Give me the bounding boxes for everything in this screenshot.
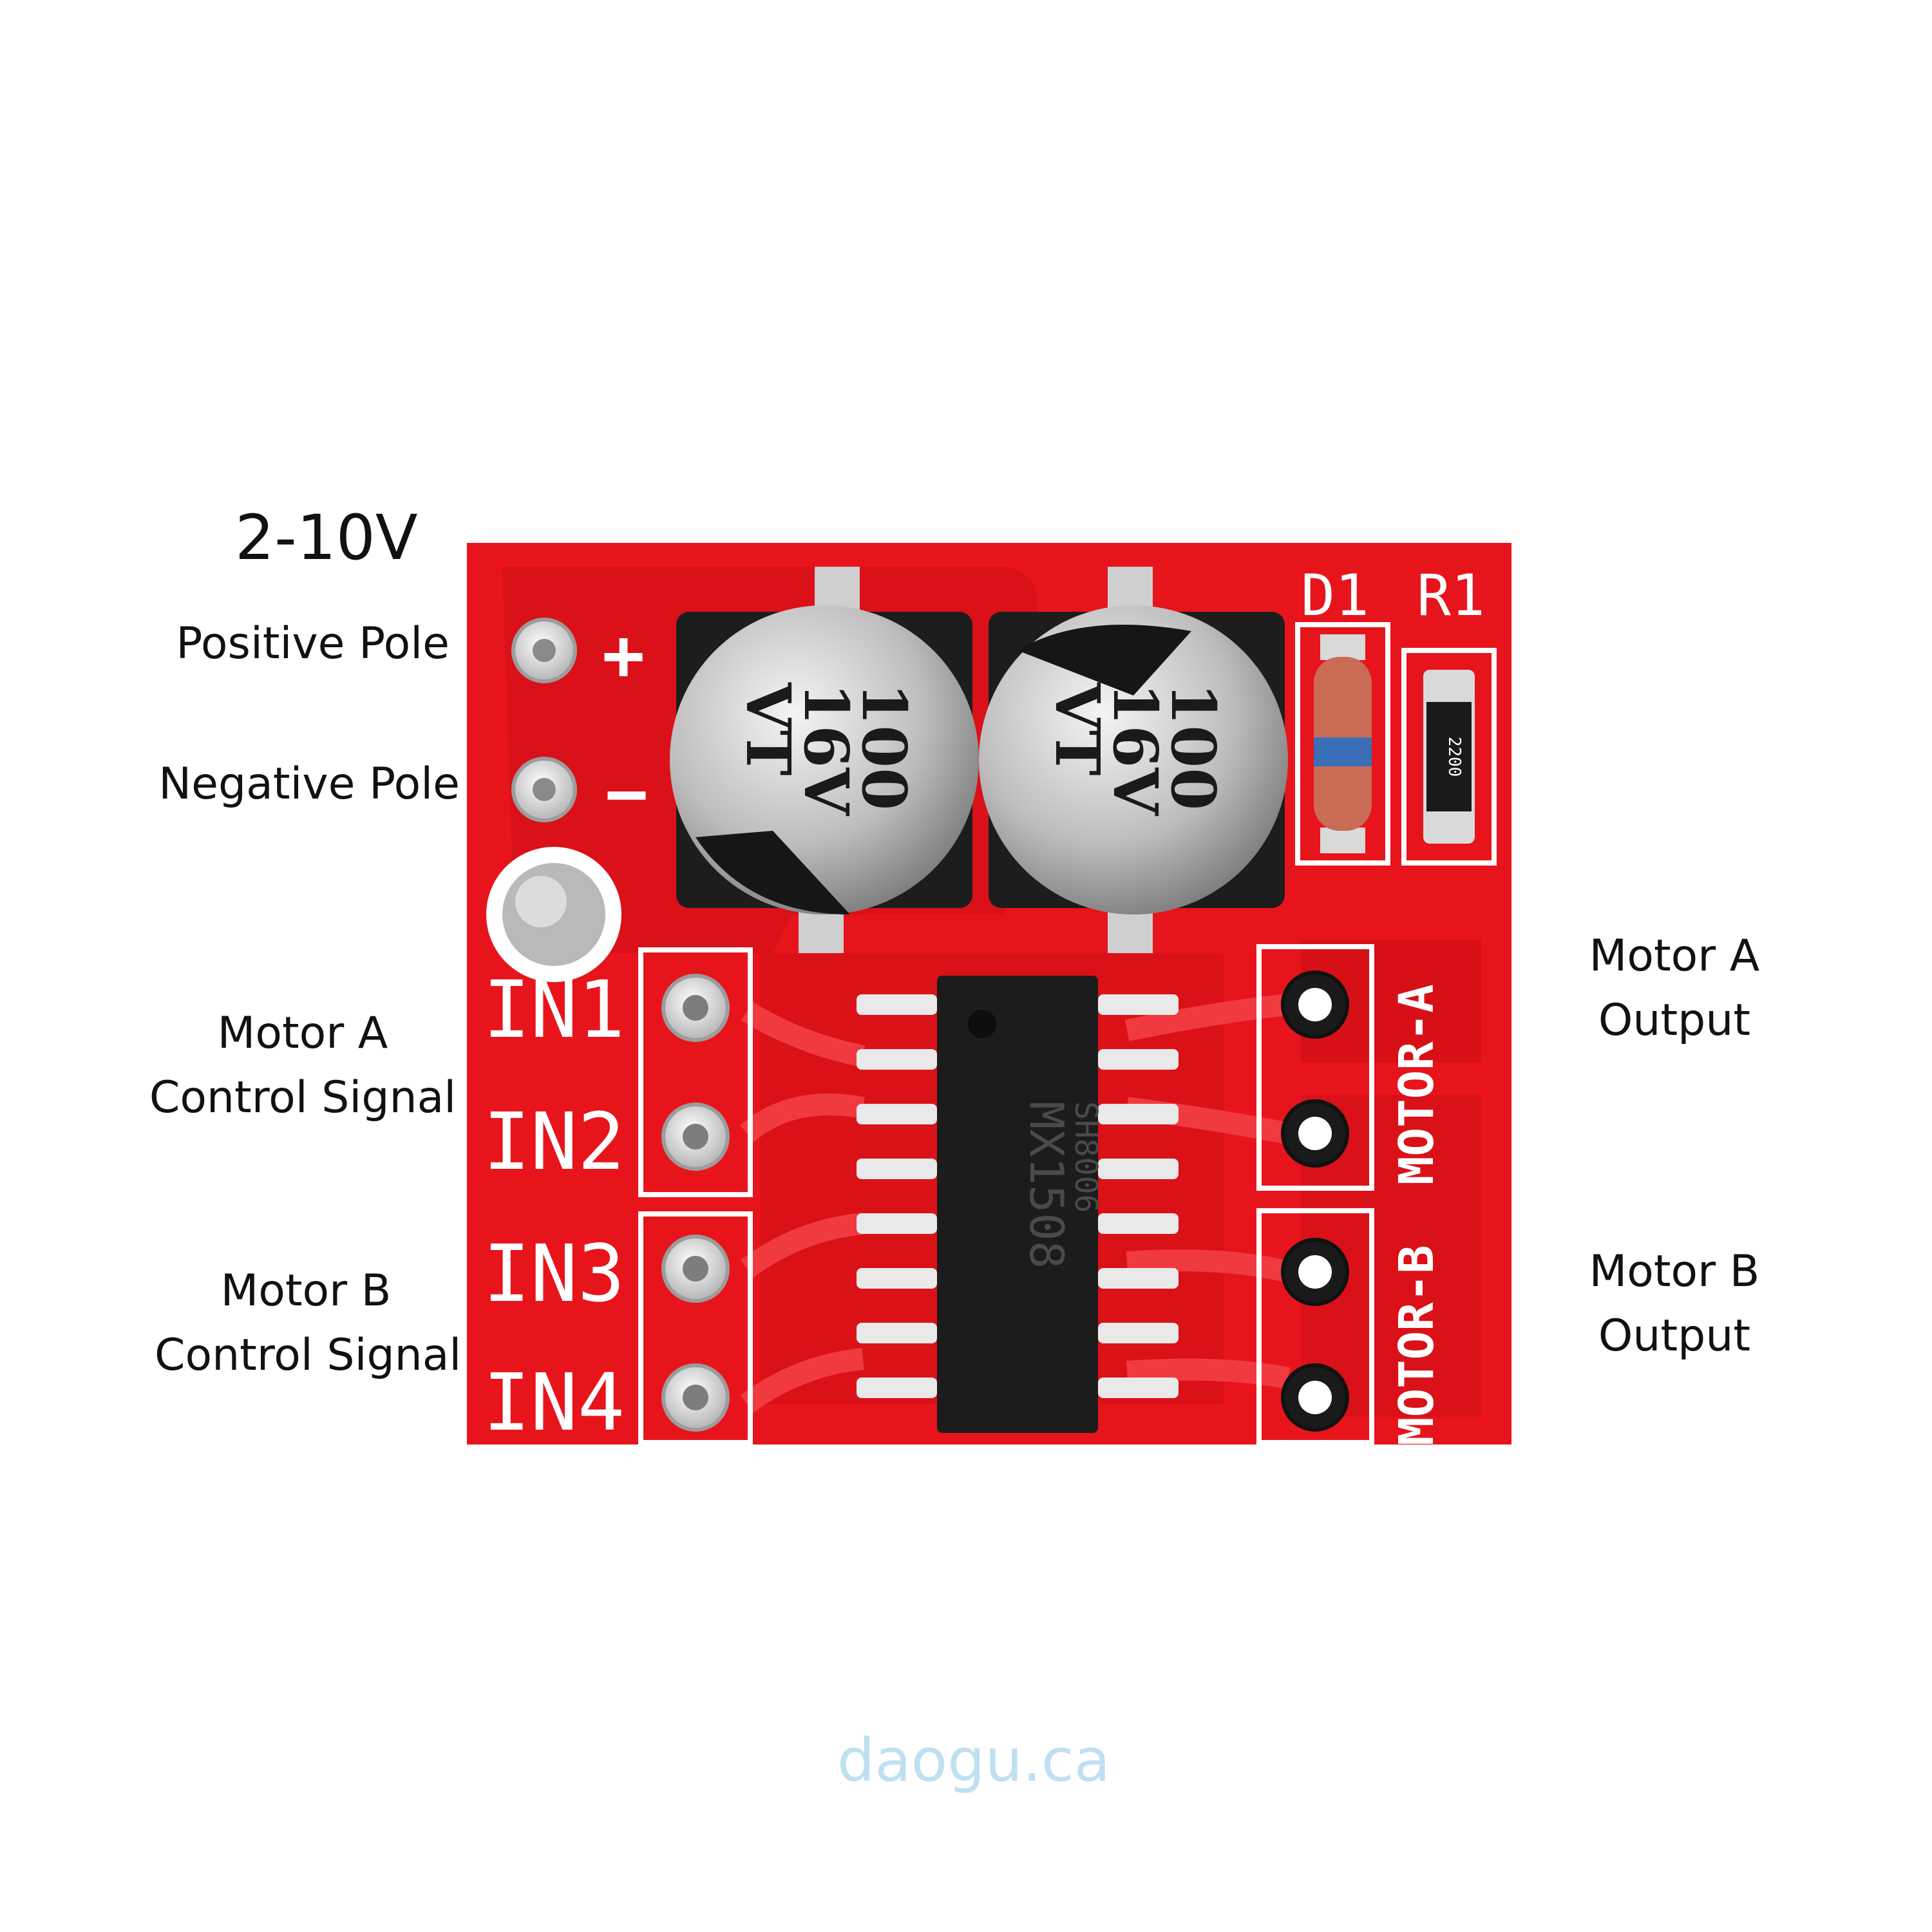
chip-pin-right <box>1098 1104 1179 1124</box>
chip-pin-left <box>857 1159 937 1179</box>
copper-pour-motor-a <box>1301 940 1481 1063</box>
cap1-lead-top <box>815 567 860 612</box>
d1-silkscreen: D1 <box>1301 562 1369 629</box>
chip-pin-right <box>1098 1323 1179 1343</box>
motor-b-control-label: Motor B Control Signal <box>155 1259 462 1388</box>
motor-a-control-line2: Control Signal <box>149 1072 457 1123</box>
chip-markings: MX1508 SH8006 <box>1019 1101 1104 1269</box>
motor-b-pad-2-hole <box>1298 1381 1332 1414</box>
minus-silkscreen: − <box>605 752 648 835</box>
in1-silkscreen: IN1 <box>483 964 625 1056</box>
trace <box>1126 1358 1291 1389</box>
chip-pin-left <box>857 1378 937 1398</box>
motor-b-control-line1: Motor B <box>220 1265 392 1316</box>
trace <box>739 1094 866 1142</box>
resistor <box>1426 702 1472 811</box>
chip-pin-right <box>1098 1268 1179 1289</box>
cap2-stripe <box>1018 625 1191 696</box>
cap1-markings: 100 16V VT <box>732 682 920 817</box>
copper-pour-motor-b <box>1301 1095 1481 1417</box>
chip-pin-right <box>1098 994 1179 1015</box>
motor-a-output-label: Motor A Output <box>1565 924 1784 1053</box>
chip-pin-left <box>857 1049 937 1070</box>
capacitor-2 <box>979 605 1288 914</box>
motor-a-control-line1: Motor A <box>217 1008 388 1059</box>
motor-a-pad-2-hole <box>1298 1117 1332 1150</box>
chip-batch: SH8006 <box>1068 1101 1104 1213</box>
in3-silkscreen: IN3 <box>483 1228 625 1320</box>
motor-a-output-line2: Output <box>1598 995 1751 1046</box>
motor-b-pad-1-hole <box>1298 1255 1332 1289</box>
negative-pad-hole <box>533 778 556 801</box>
chip-pins <box>857 994 1179 1398</box>
d1-pad-top <box>1320 634 1365 660</box>
plus-silkscreen: + <box>602 614 645 696</box>
chip-pin-left <box>857 1268 937 1289</box>
positive-pole-label: Positive Pole <box>176 618 450 669</box>
chip-pin-right <box>1098 1049 1179 1070</box>
motor-a-control-label: Motor A Control Signal <box>148 1001 457 1130</box>
positive-pad-hole <box>533 639 556 662</box>
in12-outline <box>638 947 753 1197</box>
motor-b-outline <box>1256 1208 1374 1445</box>
watermark: daogu.ca <box>837 1726 1110 1795</box>
in34-outline <box>638 1211 753 1445</box>
negative-pole-label: Negative Pole <box>158 759 460 810</box>
cap1-value: 100 <box>848 683 920 810</box>
motor-b-output-line1: Motor B <box>1589 1246 1760 1297</box>
trace <box>740 1213 864 1278</box>
resistor-marking: 2200 <box>1444 737 1464 777</box>
chip-pin-right <box>1098 1378 1179 1398</box>
voltage-label: 2-10V <box>235 502 418 574</box>
cap1-voltage: 16V <box>790 683 862 817</box>
in-pads <box>661 974 730 1432</box>
cap2-code: VT <box>1041 682 1113 775</box>
in3-pad-hole <box>683 1256 708 1282</box>
chip-part-number: MX1508 <box>1019 1101 1074 1269</box>
in4-pad-hole <box>683 1385 708 1410</box>
diode-band <box>1314 737 1372 766</box>
trace <box>741 1001 866 1067</box>
chip-pin-right <box>1098 1159 1179 1179</box>
mounting-hole-highlight <box>515 876 567 927</box>
chip-pin-left <box>857 994 937 1015</box>
d1-outline <box>1295 622 1390 866</box>
in2-silkscreen: IN2 <box>483 1096 625 1188</box>
motor-b-output-label: Motor B Output <box>1565 1240 1784 1368</box>
in1-pad-hole <box>683 995 708 1021</box>
motor-b-silkscreen: MOTOR-B <box>1389 1245 1444 1446</box>
r1-silkscreen: R1 <box>1417 562 1485 629</box>
trace <box>1124 994 1289 1041</box>
motor-a-pad-1-hole <box>1298 988 1332 1021</box>
chip-pin-left <box>857 1213 937 1234</box>
cap2-markings: 100 16V VT <box>1041 682 1229 817</box>
d1-pad-bottom <box>1320 828 1365 853</box>
cap2-value: 100 <box>1157 683 1229 810</box>
in4-silkscreen: IN4 <box>483 1357 625 1448</box>
trace <box>1126 1249 1291 1283</box>
chip-pin-left <box>857 1323 937 1343</box>
cap1-stripe <box>696 831 850 914</box>
cap2-lead-top <box>1108 567 1153 612</box>
cap1-code: VT <box>732 682 804 775</box>
r1-outline <box>1401 648 1497 866</box>
chip-pin-left <box>857 1104 937 1124</box>
motor-b-output-line2: Output <box>1598 1311 1751 1361</box>
motor-a-output-line1: Motor A <box>1589 931 1760 981</box>
trace <box>740 1348 864 1413</box>
chip-pin1-dot <box>968 1010 996 1038</box>
in2-pad-hole <box>683 1124 708 1150</box>
motor-a-silkscreen: MOTOR-A <box>1389 984 1444 1185</box>
cap2-voltage: 16V <box>1099 683 1171 817</box>
motor-driver-chip <box>937 976 1098 1433</box>
motor-b-control-line2: Control Signal <box>155 1330 462 1381</box>
chip-pin-right <box>1098 1213 1179 1234</box>
motor-a-outline <box>1256 944 1374 1191</box>
